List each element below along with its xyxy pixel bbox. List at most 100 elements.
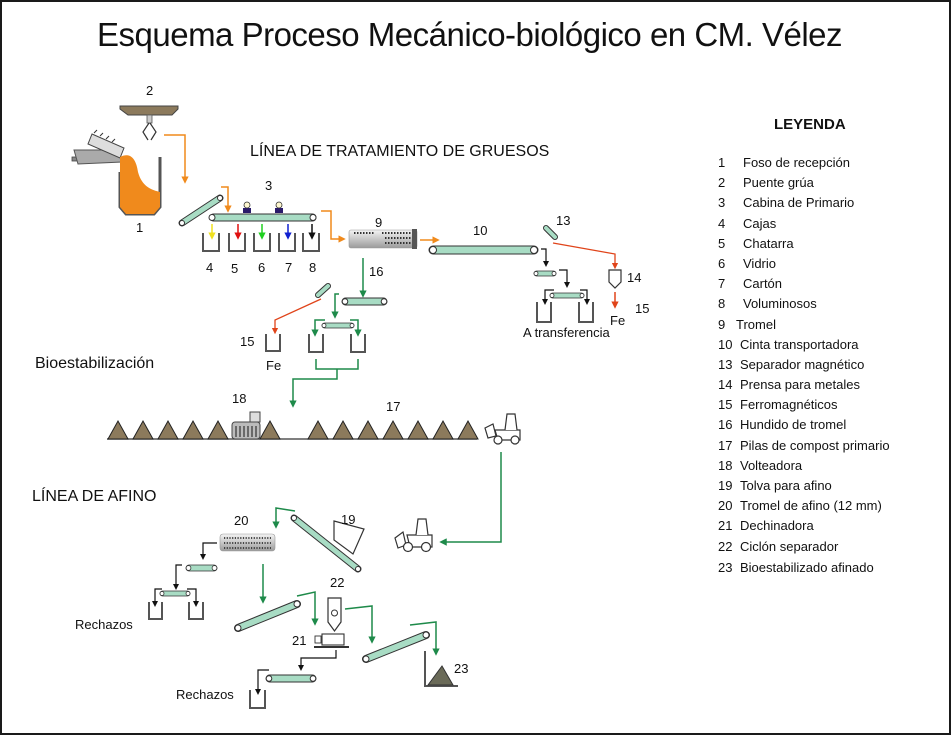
label-23: 23 [454, 661, 469, 676]
bin-chatarra [228, 233, 246, 252]
compost-pile [182, 419, 204, 440]
reject-bin-b [249, 690, 266, 709]
label-19: 19 [341, 512, 356, 527]
label-16: 16 [369, 264, 384, 279]
compost-pile [207, 419, 229, 440]
flow-feeder-to-cabin [221, 186, 232, 213]
legend-item-num: 8 [718, 296, 726, 312]
transfer-belt-a-icon [533, 270, 557, 277]
legend-item-num: 20 [718, 498, 733, 514]
reject-bins-a [148, 602, 204, 620]
label-17: 17 [386, 399, 401, 414]
label-6: 6 [258, 260, 266, 275]
flow-reject-left [152, 588, 162, 607]
flow-transfer-right [580, 289, 590, 305]
legend-item-label: Vidrio [743, 255, 777, 271]
legend-item-num: 19 [718, 478, 733, 493]
legend-item-num: 17 [718, 437, 733, 453]
compost-pile [457, 419, 479, 440]
flow-tromel-afino-reject [200, 542, 217, 560]
flow-to-final-product [409, 621, 440, 656]
metal-press-icon [608, 269, 622, 289]
compost-pile [357, 419, 379, 440]
flow-belt-to-transfer [541, 248, 549, 267]
legend-item-label: Cinta transportadora [740, 336, 859, 352]
section-title-afino: LÍNEA DE AFINO [32, 488, 157, 505]
flow-magnet-to-fe [271, 298, 322, 335]
label-2: 2 [146, 83, 154, 98]
legend-item-label: Prensa para metales [740, 377, 860, 393]
label-18: 18 [232, 391, 247, 406]
legend-item-label: Ferromagnéticos [740, 397, 838, 413]
legend-item-num: 18 [718, 457, 733, 473]
legend-item: 19 Tolva para afino [718, 476, 890, 496]
compost-pile [382, 419, 404, 440]
legend-item-label: Separador magnético [740, 356, 865, 372]
cyclone-vortex-icon [331, 609, 338, 617]
section-title-gruesos: LÍNEA DE TRATAMIENTO DE GRUESOS [250, 143, 550, 160]
bin-fe [265, 334, 281, 352]
loader-vehicle-icon [484, 413, 521, 445]
compost-pile [259, 419, 281, 440]
magnetic-separator-undersize-icon [315, 283, 331, 298]
legend-item-label: Cabina de Primario [743, 195, 855, 211]
reception-pit-icon [71, 129, 162, 216]
label-21: 21 [292, 633, 307, 648]
final-product-pile-icon [424, 651, 458, 687]
bin-vidrio [253, 233, 271, 252]
feeder-conveyor-icon [178, 194, 224, 227]
legend-item-label: Cartón [743, 276, 783, 292]
flow-to-bioestabilizacion [293, 359, 359, 404]
flow-undersize-split [331, 293, 339, 319]
legend-item-label: Tolva para afino [740, 478, 832, 493]
flow-reject-right [187, 588, 199, 607]
tromel-afino-icon [219, 533, 276, 552]
legend-item-label: Bioestabilizado afinado [740, 559, 874, 575]
legend-item-num: 3 [718, 195, 726, 211]
legend-item-num: 23 [718, 559, 733, 575]
afino-inclined-belt-icon [290, 514, 362, 573]
legend-title: LEYENDA [774, 116, 846, 133]
label-13: 13 [556, 213, 571, 228]
fines-belt-1-icon [234, 600, 301, 632]
label-rechazos-b: Rechazos [176, 687, 234, 702]
flow-cabin-to-tromel [321, 210, 346, 243]
compost-piles [107, 419, 479, 440]
loader-afino-icon [394, 518, 433, 553]
compost-pile [157, 419, 179, 440]
cyclone-separator-icon [327, 597, 342, 633]
label-4: 4 [206, 260, 214, 275]
legend-item-label: Puente grúa [743, 175, 814, 191]
bin-carton [278, 233, 296, 252]
legend-item-label: Chatarra [743, 235, 794, 251]
compost-pile [307, 419, 329, 440]
legend-item-num: 10 [718, 336, 733, 352]
label-5: 5 [231, 261, 239, 276]
turner-machine-icon [231, 411, 261, 440]
label-3: 3 [265, 178, 273, 193]
reject-belt-2-icon [159, 590, 191, 597]
legend-item-label: Cajas [743, 215, 777, 231]
label-20: 20 [234, 513, 249, 528]
legend-item-num: 21 [718, 518, 733, 534]
legend-item-num: 9 [718, 316, 726, 332]
flow-transfer-left [542, 289, 554, 305]
legend-item-num: 16 [718, 417, 733, 433]
compost-pile [432, 419, 454, 440]
reject-belt-3-icon [265, 674, 317, 683]
flow-reject-1 [173, 564, 182, 590]
destoner-icon [314, 633, 349, 648]
crane-bridge-icon [119, 105, 179, 141]
